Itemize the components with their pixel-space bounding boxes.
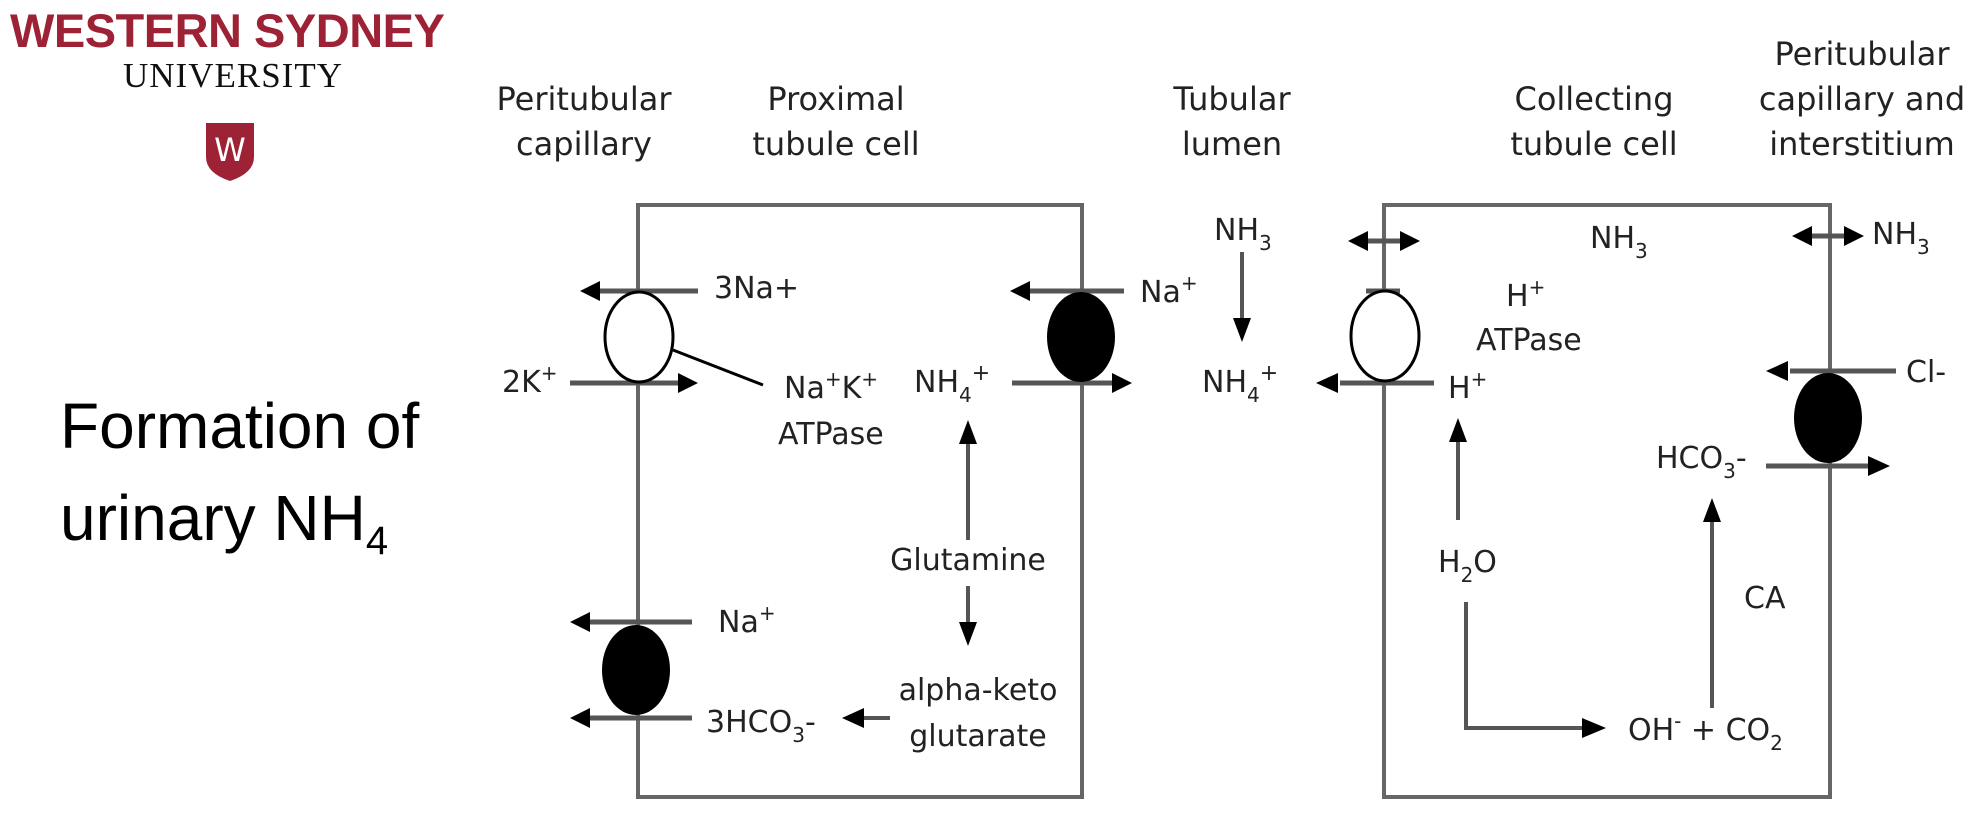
label-3hco3: 3HCO3- [706, 705, 816, 747]
label-nh3-collecting: NH3 [1590, 221, 1648, 263]
header-interstitium-3: interstitium [1769, 125, 1955, 163]
university-subtitle: UNIVERSITY [123, 56, 343, 95]
header-interstitium-1: Peritubular [1775, 35, 1951, 73]
label-hplus-cell: H+ [1448, 367, 1487, 406]
atpase-pointer-line [672, 348, 764, 387]
label-nh4-proximal: NH4+ [914, 361, 990, 407]
na-k-atpase-pump-icon [603, 290, 675, 384]
label-nh3-lumen: NH3 [1214, 213, 1272, 255]
cl-hco3-exchanger-icon [1794, 373, 1862, 463]
proximal-labels: 3Na+ 2K+ Na+K+ ATPase [502, 271, 884, 452]
na-nh4-exchanger-icon [1047, 292, 1115, 382]
label-hplus-atpase: H+ [1506, 275, 1545, 314]
label-nak-atpase-2: ATPase [778, 417, 884, 452]
label-2k: 2K+ [502, 361, 558, 400]
diagram-svg: Peritubular capillary Proximal tubule ce… [450, 0, 1970, 822]
label-na-lumen: Na+ [1140, 271, 1198, 310]
slide-title-clip: Formation of urinary NH4 [0, 370, 446, 570]
slide-title: Formation of urinary NH4 [60, 380, 419, 570]
nh4-formation-diagram: Peritubular capillary Proximal tubule ce… [450, 0, 1970, 827]
proximal-tubule-cell-box [636, 203, 1084, 799]
na-hco3-cotransporter-icon [602, 625, 670, 715]
label-h2o: H2O [1438, 545, 1497, 587]
svg-text:W: W [214, 131, 246, 169]
slide-title-line-1: Formation of [60, 390, 420, 462]
column-headers: Peritubular capillary Proximal tubule ce… [497, 35, 1966, 163]
arrow-h2o-to-oh [1464, 602, 1584, 730]
label-nak-atpase-1: Na+K+ [784, 367, 878, 406]
slide-title-line-2: urinary NH4 [60, 482, 389, 563]
university-shield-logo: W [204, 121, 256, 188]
label-hco3-collecting: HCO3- [1656, 441, 1747, 483]
label-ca: CA [1744, 581, 1786, 616]
collecting-tubule-cell-box [1382, 203, 1832, 799]
header-collecting-1: Collecting [1514, 80, 1673, 118]
header-peritubular-capillary-2: capillary [516, 125, 652, 163]
label-oh-co2: OH- + CO2 [1628, 709, 1783, 755]
label-alpha-keto: alpha-keto [899, 673, 1058, 708]
header-lumen-1: Tubular [1172, 80, 1291, 118]
h-atpase-pump-icon [1349, 289, 1421, 383]
header-interstitium-2: capillary and [1759, 80, 1965, 118]
label-cl: Cl- [1906, 355, 1946, 390]
label-nh3-interstitium: NH3 [1872, 217, 1930, 259]
label-glutarate: glutarate [909, 719, 1046, 754]
header-proximal-2: tubule cell [752, 125, 919, 163]
label-atpase-collecting: ATPase [1476, 323, 1582, 358]
university-name: WESTERN SYDNEY [10, 4, 445, 57]
label-na-baso: Na+ [718, 601, 776, 640]
header-peritubular-capillary-1: Peritubular [497, 80, 673, 118]
label-glutamine: Glutamine [890, 543, 1046, 578]
header-proximal-1: Proximal [767, 80, 904, 118]
header-lumen-2: lumen [1182, 125, 1282, 163]
label-nh4-lumen: NH4+ [1202, 361, 1278, 407]
label-3na: 3Na+ [714, 271, 799, 306]
header-collecting-2: tubule cell [1510, 125, 1677, 163]
